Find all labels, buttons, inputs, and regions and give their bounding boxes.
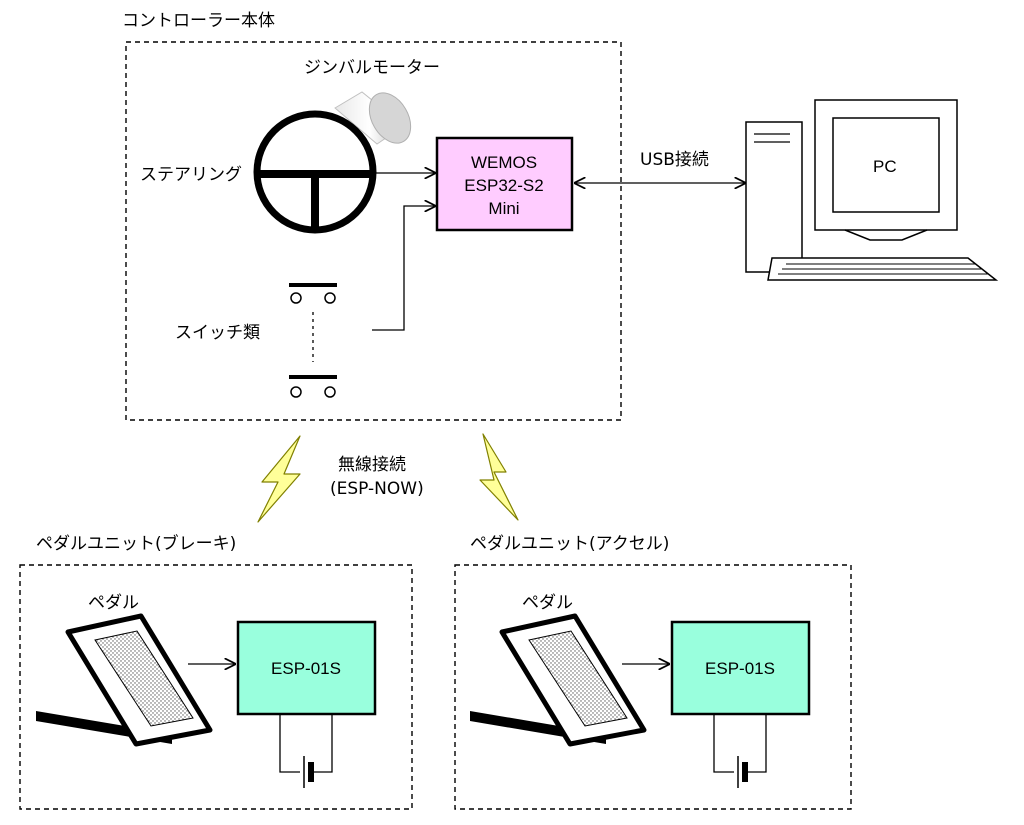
brake-unit-group: ペダルユニット(ブレーキ) ペダル ESP-01S <box>19 533 413 810</box>
steering-label: ステアリング <box>140 165 242 185</box>
mcu-line-3: Mini <box>488 199 519 218</box>
steering-wheel-icon <box>253 110 377 234</box>
lightning-right-icon <box>479 433 519 521</box>
wireless-label: 無線接続 <box>338 455 406 475</box>
accel-unit-boundary <box>454 564 852 810</box>
brake-unit-boundary <box>19 564 413 810</box>
controller-boundary <box>125 41 622 421</box>
gimbal-motor-icon <box>334 91 412 145</box>
accel-unit-title: ペダルユニット(アクセル) <box>470 534 669 554</box>
controller-title: コントローラー本体 <box>122 11 275 31</box>
wireless-protocol: (ESP-NOW) <box>330 479 424 499</box>
brake-pedal-icon <box>36 613 213 747</box>
switch-top-icon <box>289 283 337 304</box>
brake-module-box <box>236 620 377 716</box>
mcu-box <box>435 136 574 232</box>
accel-module-box <box>670 620 811 716</box>
usb-link-label: USB接続 <box>640 150 709 170</box>
accel-unit-group: ペダルユニット(アクセル) ペダル ESP-01S <box>454 534 852 810</box>
motor-label: ジンバルモーター <box>304 58 440 78</box>
mcu-line-2: ESP32-S2 <box>464 176 543 195</box>
accel-pedal-label: ペダル <box>522 593 573 613</box>
accel-module-label: ESP-01S <box>705 659 775 678</box>
switch-bottom-icon <box>289 375 337 398</box>
brake-battery-icon <box>279 714 333 788</box>
brake-module-label: ESP-01S <box>271 659 341 678</box>
lightning-left-icon <box>257 435 301 523</box>
switches-to-mcu-arrow <box>372 206 436 331</box>
pc-label: PC <box>873 157 897 176</box>
accel-battery-icon <box>713 714 767 788</box>
mcu-line-1: WEMOS <box>471 153 537 172</box>
switches-label: スイッチ類 <box>175 323 260 343</box>
accel-pedal-icon <box>470 613 647 747</box>
controller-group: コントローラー本体 ジンバルモーター ステアリング スイッチ類 <box>122 11 622 421</box>
brake-unit-title: ペダルユニット(ブレーキ) <box>36 533 236 554</box>
pc-icon <box>745 99 999 281</box>
brake-pedal-label: ペダル <box>88 593 139 613</box>
